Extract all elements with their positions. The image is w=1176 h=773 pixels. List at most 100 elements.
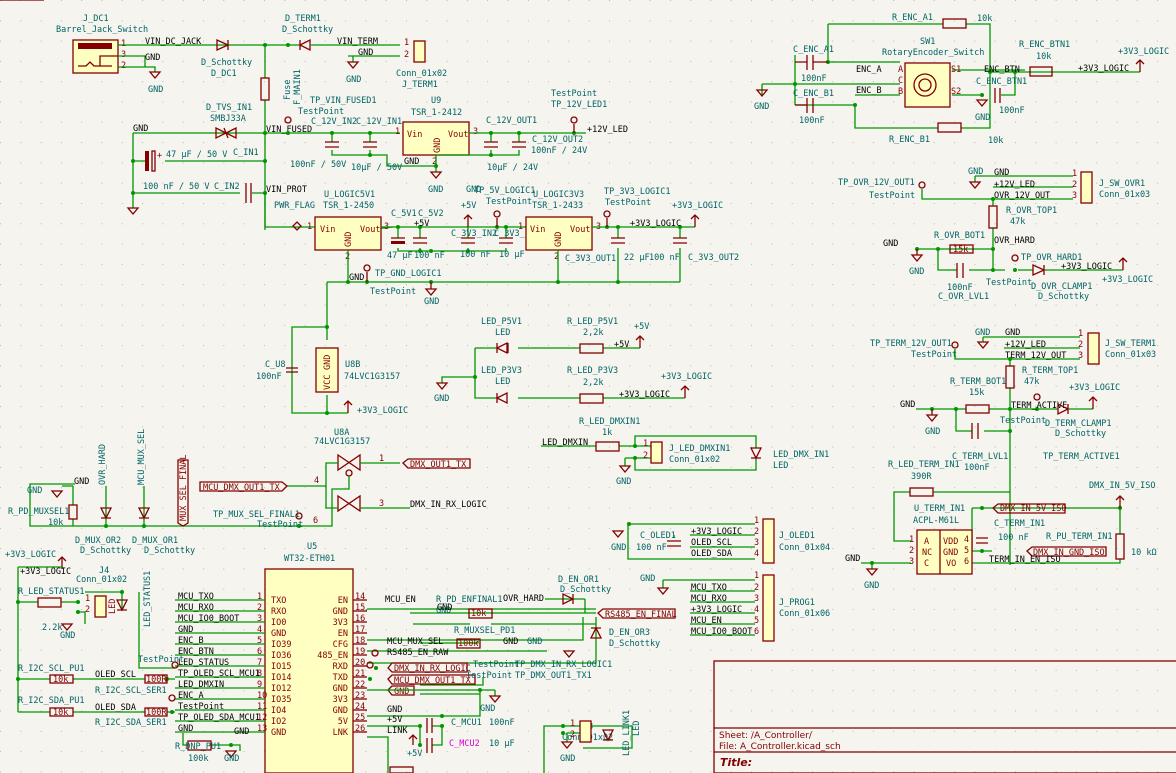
connector-j-sw-term1[interactable]: 123 J_SW_TERM1 Conn_01x03 [1078,329,1156,365]
diode-d-term1[interactable]: D_TERM1 D_Schottky [282,14,333,52]
rotary-encoder-sw1[interactable]: A C B S1 S2 SW1 RotaryEncoder_Switch [882,37,984,108]
svg-text:OVR_HARD: OVR_HARD [994,236,1035,246]
svg-text:2: 2 [554,252,559,262]
resistor-r-pu-term-in1[interactable] [1115,533,1125,560]
svg-text:A: A [898,65,903,75]
global-label-dmx-out1-tx[interactable]: DMX_OUT1_TX [402,458,471,470]
svg-text:GND: GND [148,85,163,95]
pin-name: GND [333,706,348,716]
hier-label-dmx-in-rx-logic[interactable]: DMX_IN_RX_LOGIC [387,662,471,674]
resistor-r-muxsel-pd1[interactable] [456,638,481,649]
resistor-r-term-top1[interactable] [1005,365,1015,389]
connector-j4[interactable]: 12 J4 Conn_01x02 LED [76,566,127,618]
svg-text:3: 3 [754,538,759,548]
resistor-r-pd-muxsel1[interactable] [68,504,78,520]
global-label-dmx-in-5v-iso[interactable]: DMX_IN_5V_ISO [992,503,1067,514]
resistor-r-i2c-scl-pu1[interactable] [49,674,74,684]
capacitor-c-in1[interactable]: + 47 µF / 50 V C_IN1 [145,148,259,172]
svg-text:100 nF: 100 nF [460,250,491,260]
resistor-r-ovr-bot1[interactable] [949,244,974,254]
connector-j3[interactable]: 12 [570,719,592,743]
resistor-r-enc-a1[interactable]: R_ENC_A1 10k [892,13,992,29]
resistor-r-i2c-scl-ser1[interactable] [144,674,168,684]
svg-text:2,2k: 2,2k [583,328,603,338]
global-label-rs485-en-final[interactable]: RS485_EN_FINAL [597,608,677,620]
global-label-dmx-in-gnd-iso[interactable]: DMX_IN_GND_ISO [1026,546,1107,558]
svg-text:1: 1 [1072,169,1077,179]
hier-label-mcu-dmx-out1-tx-2[interactable]: MCU_DMX_OUT1_TX [387,674,476,686]
resistor-r-dnp-pu1[interactable] [187,740,212,751]
resistor-r-enc-btn1[interactable] [1029,66,1053,77]
connector-j-led-dmxin1[interactable]: 12 J_LED_DMXIN1 Conn_01x02 [643,439,730,465]
connector-j-sw-ovr1[interactable]: 123 J_SW_OVR1 Conn_01x03 [1072,169,1150,204]
resistor-r-pd-enfinal1[interactable] [468,608,493,619]
capacitor-c-in2[interactable]: 100 nF / 50 V C_IN2 [143,182,252,203]
mux-u8b-power[interactable]: VCC GND U8B 74LVC1G3157 [315,347,400,393]
resistor-r-led-status1[interactable] [37,597,62,608]
barrel-jack-j-dc1[interactable]: J_DC1 Barrel_Jack_Switch 132 [56,14,148,74]
resistor-r-ovr-top1[interactable] [988,205,998,229]
resistor-r-led-term-in1[interactable] [909,487,934,497]
pin-number: 13 [257,724,267,734]
resistor-r-term-bot1[interactable] [965,404,990,414]
svg-text:R_TERM_BOT1: R_TERM_BOT1 [950,377,1006,387]
fuse-f-main1[interactable]: Fuse F_MAIN1 [260,69,303,105]
resistor-r-enc-b1[interactable] [937,122,962,133]
hier-label-mux-sel-final[interactable]: MUX_SEL_FINAL [177,454,189,527]
tvs-diode-d-tvs-in1[interactable]: D_TVS_IN1 SMBJ33A [206,103,252,140]
resistor-r-led-p3v3[interactable] [579,393,604,404]
svg-text:+3V3_LOGIC: +3V3_LOGIC [1061,262,1112,272]
resistor-r-i2c-sda-pu1[interactable] [49,707,74,717]
svg-text:D_Schottky: D_Schottky [609,639,660,649]
mux-u8a[interactable]: U8A 74LVC1G3157 [314,428,370,513]
resistor-r-led-p5v1[interactable] [579,343,604,354]
resistor-r-led-dmxin1[interactable] [595,441,620,452]
svg-text:10 kΩ: 10 kΩ [1131,548,1157,558]
resistor-r-i2c-sda-ser1[interactable] [144,707,168,717]
connector-j-term1[interactable]: 12 Conn_01x02 J_TERM1 [396,38,447,90]
gnd-symbol-icon [755,89,769,98]
svg-text:TP_5V_LOGIC1: TP_5V_LOGIC1 [474,186,535,196]
svg-text:R_I2C_SCL_SER1: R_I2C_SCL_SER1 [95,686,167,696]
optocoupler-u-term-in1[interactable]: A NC C VDD GND VO U_TERM_IN1 ACPL-M61L 1… [909,504,973,575]
diode-d-dc1[interactable]: D_Schottky D_DC1 [201,38,252,79]
mcu-u5-wt32-eth01[interactable] [264,568,354,773]
hier-label-mcu-dmx-out1-tx[interactable]: MCU_DMX_OUT1_TX [199,481,288,493]
svg-text:3: 3 [909,557,914,567]
svg-text:MCU_IO0_BOOT: MCU_IO0_BOOT [691,627,752,637]
svg-text:Conn_01x02: Conn_01x02 [396,69,447,79]
svg-text:TestPoint: TestPoint [138,655,184,665]
